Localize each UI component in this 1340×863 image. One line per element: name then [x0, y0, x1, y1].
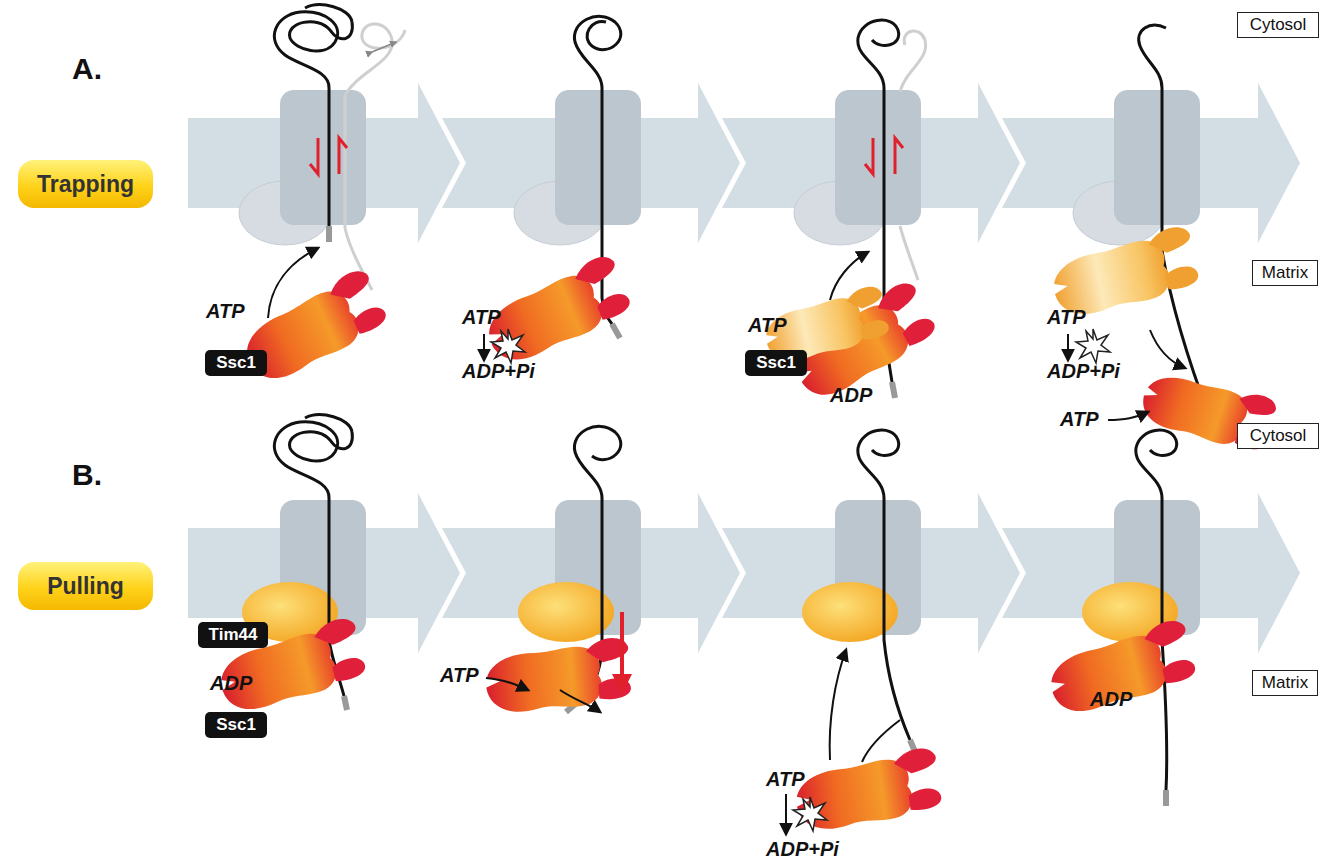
- hydrolysis-arrow: [785, 794, 787, 834]
- diffusion-arrow: [372, 42, 396, 52]
- ratchet-arrow: [865, 138, 903, 174]
- protein-tag: Ssc1: [745, 350, 807, 376]
- node-text: Cytosol: [1250, 426, 1307, 446]
- node-text: Cytosol: [1250, 15, 1307, 35]
- ghost-chain: [900, 31, 926, 280]
- nucleotide-label: ATP: [766, 768, 805, 791]
- nucleotide-label: ATP: [440, 664, 479, 687]
- exchange-arrow: [486, 678, 528, 690]
- node-text: Trapping: [37, 171, 134, 198]
- polypeptide-chain: [858, 430, 910, 740]
- nucleotide-label: ADP+Pi: [766, 838, 839, 861]
- nucleotide-label: ADP: [1090, 688, 1132, 711]
- binding-arrow: [268, 248, 318, 318]
- ghost-chain: [345, 24, 405, 290]
- conformation-arrow: [560, 690, 600, 712]
- nucleotide-label: ADP: [830, 384, 872, 407]
- hydrolysis-burst: [793, 797, 827, 831]
- protein-tag: Ssc1: [205, 350, 267, 376]
- exchange-arrow: [1108, 412, 1148, 420]
- rebinding-arrow: [830, 650, 846, 760]
- node-text: Pulling: [47, 573, 124, 600]
- compartment-box: Cytosol: [1237, 12, 1319, 38]
- compartment-box: Matrix: [1252, 670, 1318, 696]
- compartment-box: Matrix: [1252, 260, 1318, 286]
- nucleotide-label: ATP: [206, 300, 245, 323]
- nucleotide-label: ATP: [1060, 408, 1099, 431]
- node-text: Matrix: [1262, 263, 1308, 283]
- panel-letter: B.: [72, 458, 102, 492]
- nucleotide-label: ADP: [210, 672, 252, 695]
- nucleotide-label: ADP+Pi: [1047, 360, 1120, 383]
- panel-letter: A.: [72, 52, 102, 86]
- binding-arrow: [830, 252, 868, 300]
- chain-tip: [612, 324, 620, 338]
- hydrolysis-burst: [1076, 329, 1110, 363]
- hydrolysis-arrow: [1067, 334, 1069, 360]
- tim44-shape: [242, 582, 1178, 642]
- node-text: Ssc1: [216, 353, 256, 373]
- ssc1-shape: [482, 637, 633, 714]
- node-text: Ssc1: [756, 353, 796, 373]
- nucleotide-label: ATP: [748, 314, 787, 337]
- translocase-pore: [280, 90, 1200, 635]
- polypeptide-chain: [1136, 430, 1177, 790]
- tim44-shape: [239, 181, 1165, 245]
- chain-tip: [344, 696, 347, 710]
- node-text: Matrix: [1262, 673, 1308, 693]
- release-arrow: [1150, 330, 1185, 368]
- node-text: Ssc1: [216, 715, 256, 735]
- chain-tip: [326, 226, 332, 242]
- pulling-arrow: [620, 612, 624, 690]
- protein-tag: Tim44: [198, 622, 268, 648]
- polypeptide-chain: [1139, 25, 1210, 418]
- chain-tip: [892, 382, 895, 398]
- ssc1-shape: [1041, 618, 1199, 719]
- protein-tag: Ssc1: [205, 712, 267, 738]
- compartment-box: Cytosol: [1237, 423, 1319, 449]
- membrane-band: [188, 83, 1300, 243]
- ratchet-arrow: [310, 138, 347, 174]
- mode-pill: Trapping: [18, 160, 153, 208]
- ssc1-shape: [789, 746, 943, 833]
- release-path: [862, 720, 900, 762]
- hydrolysis-burst: [491, 329, 525, 363]
- nucleotide-label: ATP: [1047, 306, 1086, 329]
- ssc1-shape: [1045, 224, 1202, 320]
- chain-tip: [1163, 790, 1169, 806]
- node-text: Tim44: [209, 625, 258, 645]
- polypeptide-chain: [274, 5, 352, 226]
- mode-pill: Pulling: [18, 562, 153, 610]
- hydrolysis-arrow: [483, 334, 485, 360]
- nucleotide-label: ADP+Pi: [462, 360, 535, 383]
- nucleotide-label: ATP: [462, 306, 501, 329]
